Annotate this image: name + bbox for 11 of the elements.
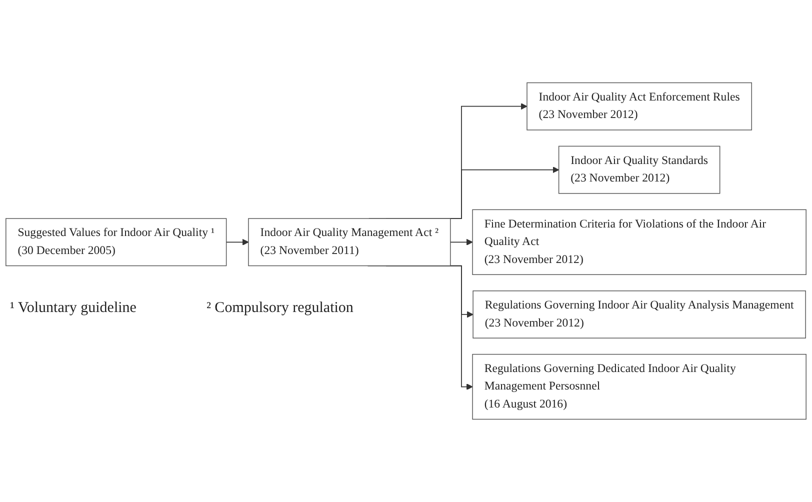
node-box: Regulations Governing Indoor Air Quality Analysis Management (23 November 2012) [472, 290, 806, 338]
node-box: Suggested Values for Indoor Air Quality ¹ (30 December 2005) [6, 218, 227, 266]
node-box: Fine Determination Criteria for Violations of the Indoor Air Quality Act (23 November 2012) [472, 209, 806, 275]
arrow [226, 238, 249, 246]
footnote: ¹ Voluntary guideline [10, 300, 136, 317]
node-box: Indoor Air Quality Act Enforcement Rules (23 November 2012) [526, 82, 752, 130]
footnote: ² Compulsory regulation [206, 300, 354, 317]
node-box: Regulations Governing Dedicated Indoor Air Quality Management Persosnnel (16 August 2016) [472, 354, 806, 420]
node-box: Indoor Air Quality Management Act ² (23 November 2011) [248, 218, 451, 266]
node-box: Indoor Air Quality Standards (23 November 2012) [558, 146, 720, 194]
arrow [450, 238, 473, 246]
